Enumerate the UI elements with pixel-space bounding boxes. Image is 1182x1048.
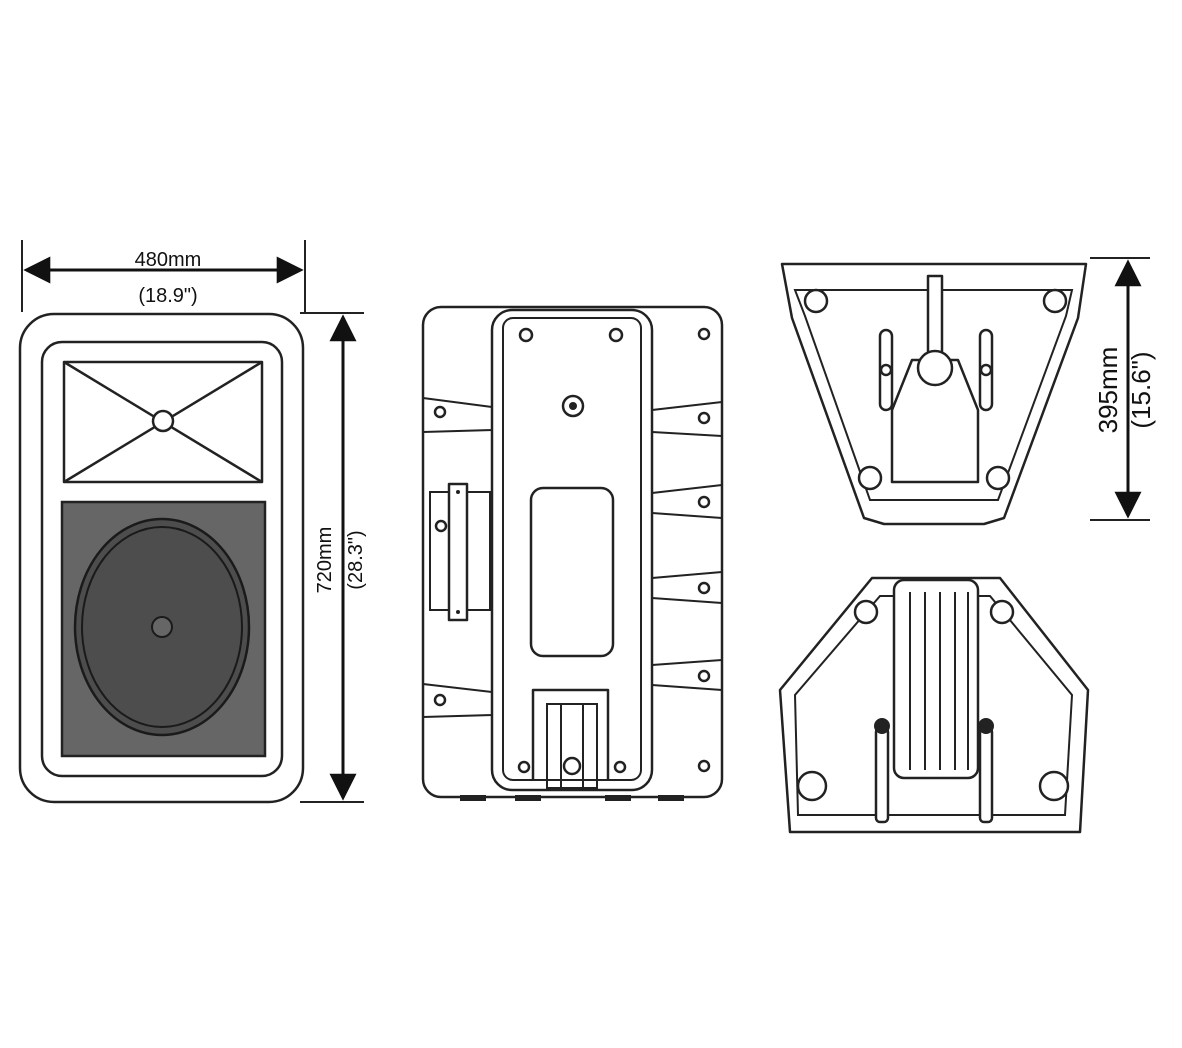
depth-dimension: 395mm (15.6") bbox=[1090, 257, 1156, 521]
depth-imperial-label: (15.6") bbox=[1126, 351, 1156, 428]
front-view: 480mm (18.9") 720mm (28.3") bbox=[18, 240, 367, 804]
bottom-view bbox=[778, 576, 1090, 834]
cabinet-inner-frame bbox=[40, 340, 284, 778]
carry-handle bbox=[429, 482, 491, 622]
mounting-brackets bbox=[651, 327, 723, 773]
height-imperial-label: (28.3") bbox=[345, 530, 367, 589]
top-view: 395mm (15.6") bbox=[780, 257, 1156, 526]
width-imperial-label: (18.9") bbox=[138, 285, 197, 307]
woofer-grille bbox=[60, 500, 267, 758]
width-dimension: 480mm (18.9") bbox=[21, 240, 306, 312]
side-center-panel bbox=[490, 308, 654, 792]
pole-mount-socket bbox=[892, 578, 980, 780]
height-metric-label: 720mm bbox=[314, 527, 336, 594]
width-metric-label: 480mm bbox=[135, 249, 202, 271]
horn-tweeter bbox=[62, 360, 264, 484]
side-view bbox=[421, 305, 724, 801]
depth-metric-label: 395mm bbox=[1093, 347, 1123, 434]
top-outline bbox=[780, 262, 1088, 526]
height-dimension: 720mm (28.3") bbox=[300, 312, 367, 803]
side-cabinet-outline bbox=[421, 305, 724, 799]
